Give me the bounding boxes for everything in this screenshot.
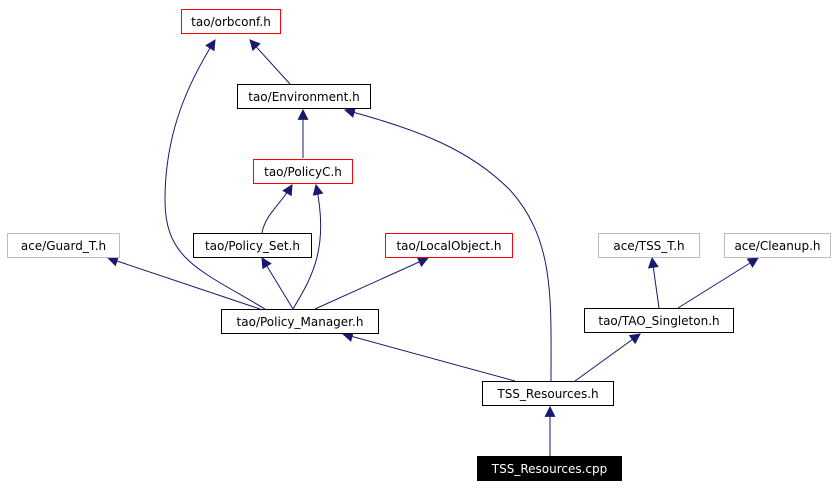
node-environment[interactable]: tao/Environment.h: [237, 84, 371, 109]
node-policyc[interactable]: tao/PolicyC.h: [253, 159, 353, 184]
edge-policy-set-to-policyc: [261, 184, 293, 234]
node-guard-t[interactable]: ace/Guard_T.h: [7, 233, 120, 258]
edge-policy-manager-to-policy-set: [261, 257, 294, 310]
edge-tss-resources-to-environment: [343, 107, 552, 382]
node-cleanup[interactable]: ace/Cleanup.h: [724, 233, 831, 258]
edge-tao-singleton-to-tss-t: [647, 256, 660, 309]
edge-environment-to-orbconf: [249, 39, 291, 85]
node-tss-resources-h[interactable]: TSS_Resources.h: [482, 381, 614, 406]
node-orbconf[interactable]: tao/orbconf.h: [181, 9, 281, 34]
edge-policy-manager-to-policyc: [292, 183, 324, 310]
edge-tss-resources-to-policy-manager: [341, 331, 516, 382]
node-tss-t[interactable]: ace/TSS_T.h: [598, 233, 700, 258]
node-policy-set[interactable]: tao/Policy_Set.h: [193, 233, 312, 258]
edge-policy-manager-to-orbconf: [164, 39, 266, 310]
node-tss-resources-cpp[interactable]: TSS_Resources.cpp: [477, 456, 622, 481]
edge-policy-manager-to-localobject: [314, 257, 430, 310]
node-localobject[interactable]: tao/LocalObject.h: [385, 233, 513, 258]
node-policy-manager[interactable]: tao/Policy_Manager.h: [221, 309, 379, 334]
edge-tss-resources-to-tao-singleton: [574, 333, 641, 382]
edge-tao-singleton-to-cleanup: [677, 257, 759, 309]
edge-policy-manager-to-guard-t: [106, 255, 261, 310]
node-tao-singleton[interactable]: tao/TAO_Singleton.h: [584, 308, 734, 333]
